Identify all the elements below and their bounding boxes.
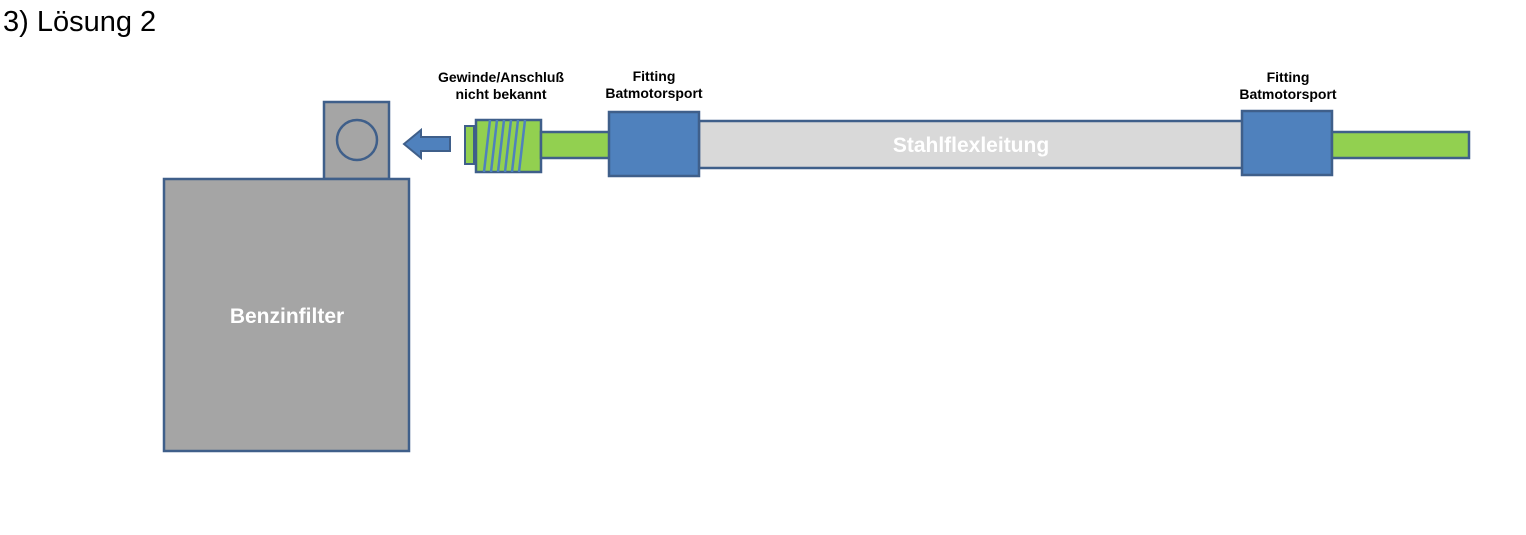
pipe-left bbox=[539, 130, 613, 160]
label-gewinde-line1: Gewinde/Anschluß bbox=[437, 69, 564, 85]
label-gewinde-line2: nicht bekannt bbox=[455, 86, 547, 102]
label-fitting-right-line1: Fitting bbox=[1266, 69, 1310, 85]
fitting-right bbox=[1240, 109, 1334, 177]
pipe-right bbox=[1330, 130, 1471, 160]
thread-lines bbox=[482, 119, 527, 173]
label-fitting-right: Fitting Batmotorsport bbox=[1228, 69, 1348, 103]
benzinfilter-label: Benzinfilter bbox=[230, 305, 344, 328]
page-title: 3) Lösung 2 bbox=[3, 6, 157, 38]
stahlflex-label: Stahlflexleitung bbox=[893, 134, 1049, 157]
label-fitting-left: Fitting Batmotorsport bbox=[594, 68, 714, 102]
arrow-left-icon bbox=[402, 127, 451, 161]
fitting-left bbox=[607, 110, 701, 178]
benzinfilter-body bbox=[162, 177, 411, 453]
label-fitting-left-line1: Fitting bbox=[632, 68, 676, 84]
label-fitting-left-line2: Batmotorsport bbox=[605, 85, 703, 101]
filter-port-circle bbox=[335, 118, 379, 162]
label-gewinde: Gewinde/Anschluß nicht bekannt bbox=[420, 69, 582, 103]
label-fitting-right-line2: Batmotorsport bbox=[1239, 86, 1337, 102]
connector-cap bbox=[464, 125, 475, 165]
filter-nozzle bbox=[322, 100, 391, 181]
